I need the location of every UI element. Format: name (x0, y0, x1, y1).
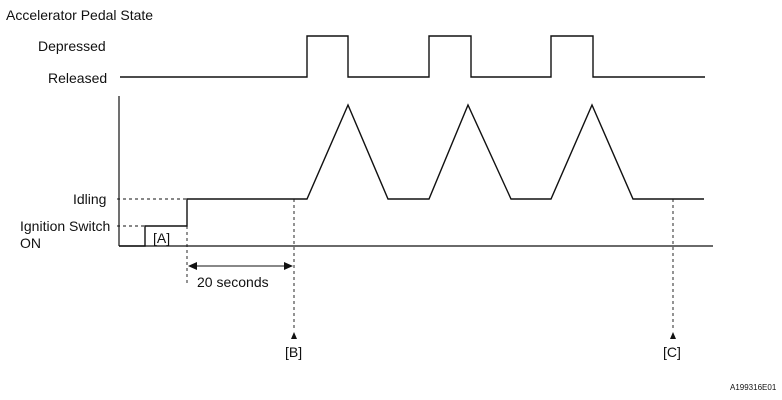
released-label: Released (48, 70, 107, 86)
diagram-title: Accelerator Pedal State (6, 7, 153, 23)
engine-speed-waveform (119, 103, 704, 247)
duration-arrow-left-head (188, 262, 197, 270)
duration-label: 20 seconds (197, 274, 269, 290)
ignition-on-label: ON (20, 235, 41, 251)
marker-c-label: [C] (663, 344, 681, 360)
duration-arrow-right-head (284, 262, 293, 270)
marker-b-label: [B] (285, 344, 302, 360)
figure-id: A199316E01 (730, 383, 777, 392)
ignition-switch-label: Ignition Switch (20, 218, 110, 234)
marker-a-label: [A] (153, 230, 170, 246)
marker-c-arrowhead (670, 332, 676, 339)
pedal-state-waveform (120, 35, 705, 78)
idling-label: Idling (73, 191, 106, 207)
marker-b-arrowhead (291, 332, 297, 339)
depressed-label: Depressed (38, 38, 106, 54)
